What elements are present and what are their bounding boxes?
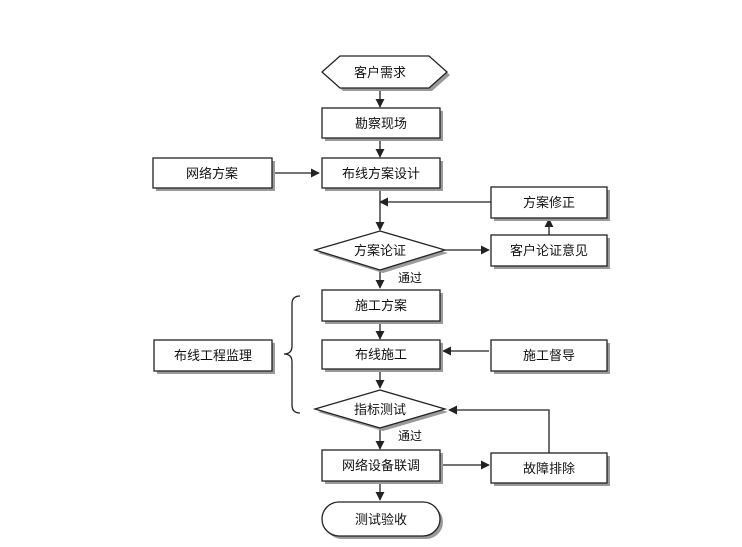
node-label: 指标测试 [354, 403, 406, 418]
node-label: 布线工程监理 [174, 349, 252, 364]
supervision-brace [283, 295, 301, 414]
node-label: 网络方案 [186, 166, 238, 182]
connectors [272, 88, 554, 501]
node-label: 测试验收 [355, 512, 407, 528]
node-label: 布线方案设计 [342, 166, 420, 182]
node-plan-revision: 方案修正 [490, 186, 610, 221]
node-customer-demand: 客户需求 [321, 55, 450, 91]
node-label: 施工督导 [523, 349, 575, 364]
node-label: 方案修正 [523, 195, 575, 211]
node-plan-review: 方案论证 [312, 230, 448, 273]
arrow-troubleshoot-to-test [448, 405, 550, 453]
node-label: 故障排除 [523, 462, 575, 477]
node-cabling-design: 布线方案设计 [321, 157, 443, 191]
node-construction-plan: 施工方案 [321, 289, 443, 324]
node-indicator-test: 指标测试 [312, 389, 448, 431]
node-engineering-supervision: 布线工程监理 [153, 339, 275, 374]
node-network-plan: 网络方案 [152, 157, 275, 191]
node-network-integration: 网络设备联调 [321, 449, 443, 484]
test-pass-label: 通过 [398, 429, 422, 443]
node-label: 网络设备联调 [342, 458, 420, 474]
node-label: 布线施工 [355, 348, 407, 363]
node-label: 方案论证 [354, 243, 406, 259]
node-label: 客户论证意见 [510, 243, 588, 259]
node-cabling-construction: 布线施工 [321, 339, 443, 372]
node-site-survey: 勘察现场 [321, 107, 443, 141]
node-troubleshooting: 故障排除 [490, 452, 610, 486]
node-label: 勘察现场 [355, 117, 407, 132]
node-acceptance-test: 测试验收 [321, 501, 443, 539]
node-label: 客户需求 [354, 65, 406, 81]
node-label: 施工方案 [355, 298, 407, 314]
node-supervision: 施工督导 [490, 339, 610, 374]
node-customer-feedback: 客户论证意见 [490, 234, 610, 269]
review-pass-label: 通过 [398, 271, 422, 285]
